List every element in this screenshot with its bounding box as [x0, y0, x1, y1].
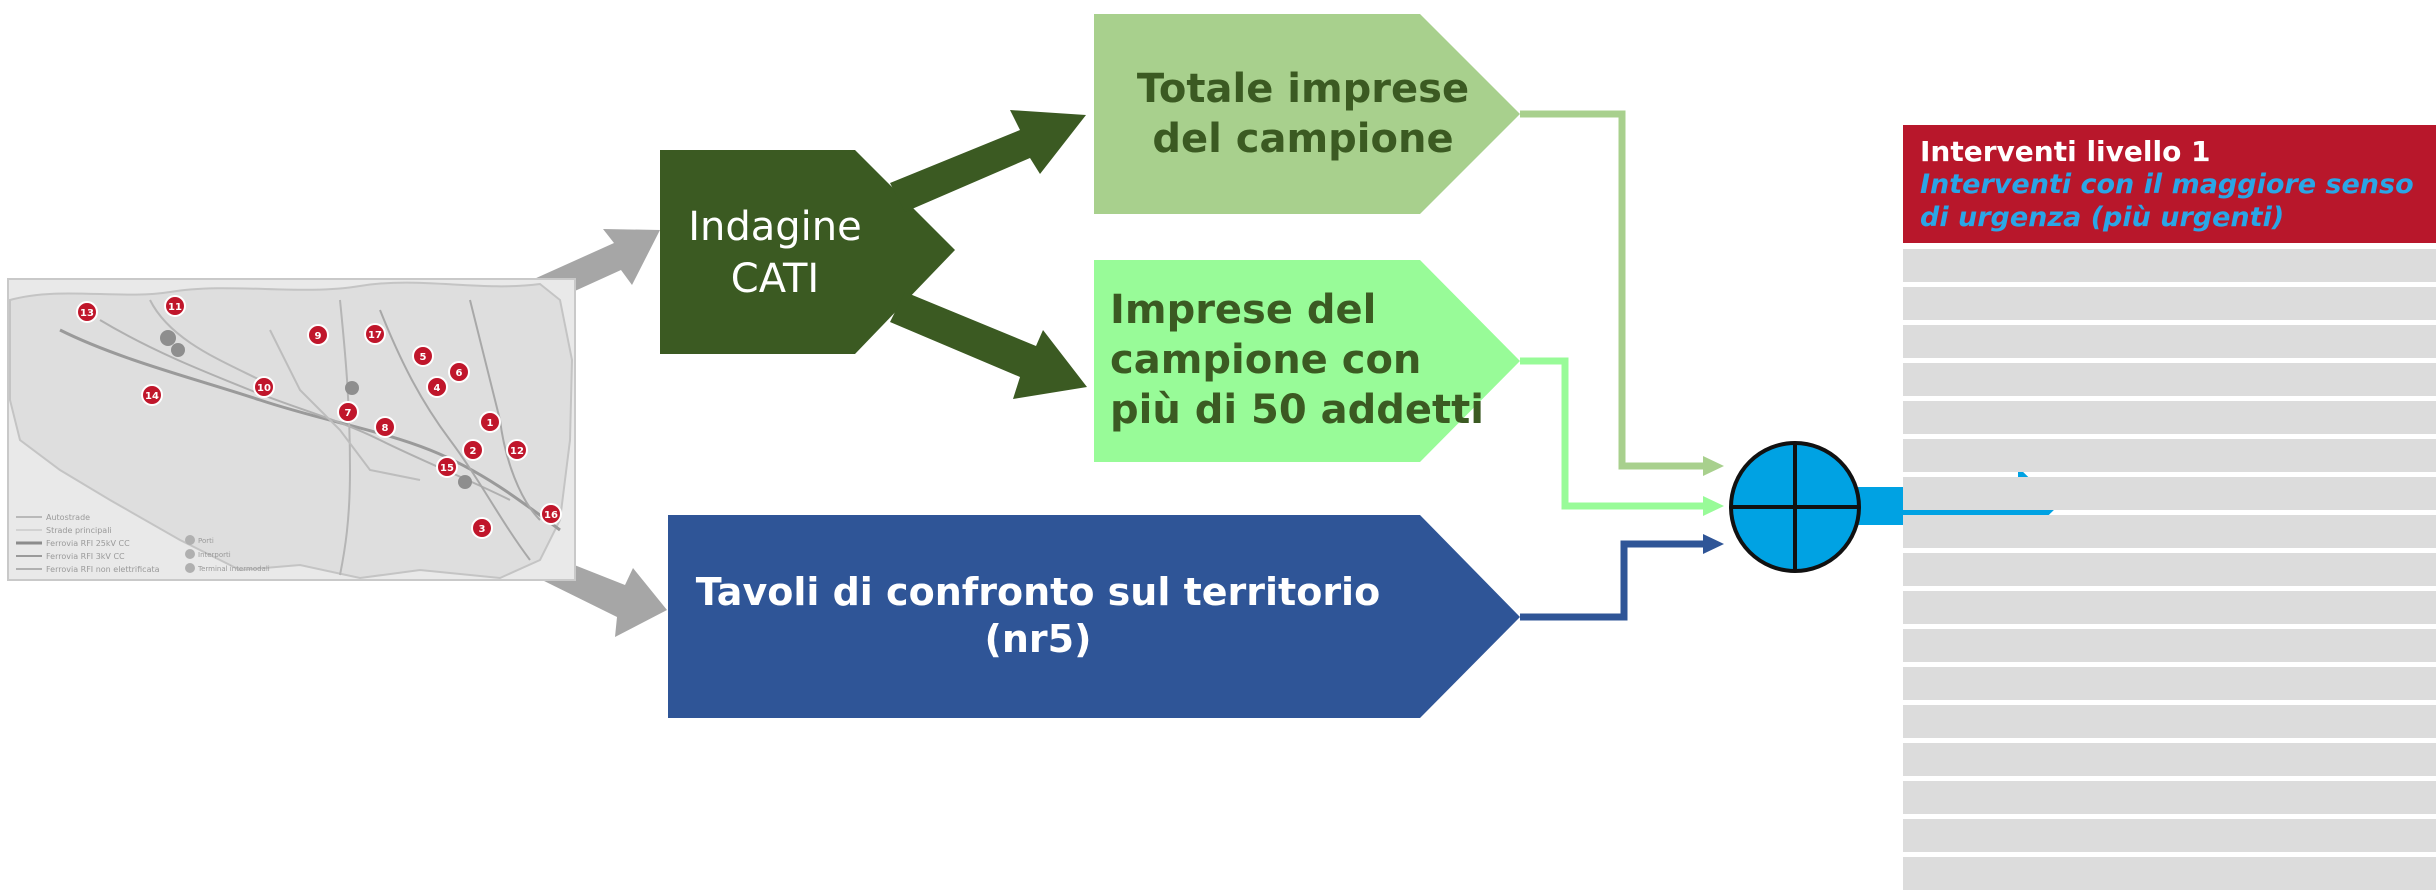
interport-icon — [171, 343, 185, 357]
tavoli-connector-head — [1703, 534, 1724, 554]
panel-rows — [1903, 249, 2436, 890]
imprese-connector-head — [1703, 496, 1724, 516]
map-legend-right-3: Terminal intermodali — [197, 565, 270, 573]
map-marker-11: 11 — [164, 295, 186, 317]
map-marker-4: 4 — [426, 376, 448, 398]
cati-label-line-1: Indagine — [688, 203, 862, 250]
panel-row — [1903, 287, 2436, 320]
panel-row — [1903, 857, 2436, 890]
tavoli-connector — [1520, 540, 1705, 621]
map-legend: Autostrade Strade principali Ferrovia RF… — [16, 513, 270, 574]
map-marker-8: 8 — [374, 416, 396, 438]
cati-label: Indagine CATI — [660, 190, 890, 315]
map-marker-label: 14 — [145, 391, 159, 402]
map-marker-17: 17 — [364, 323, 386, 345]
cati-to-totale-arrow — [890, 110, 1086, 212]
panel-row — [1903, 629, 2436, 662]
map-marker-6: 6 — [448, 361, 470, 383]
panel-header: Interventi livello 1 Interventi con il m… — [1903, 125, 2436, 243]
map-marker-label: 17 — [368, 330, 382, 341]
map-legend-4: Ferrovia RFI 3kV CC — [46, 552, 125, 561]
panel-row — [1903, 743, 2436, 776]
map-marker-label: 7 — [345, 408, 352, 419]
map-marker-label: 6 — [456, 368, 463, 379]
map-marker-13: 13 — [76, 301, 98, 323]
tavoli-label-line-1: Tavoli di confronto sul territorio — [695, 569, 1381, 614]
map-marker-label: 12 — [510, 446, 524, 457]
panel-row — [1903, 249, 2436, 282]
map-legend-5: Ferrovia RFI non elettrificata — [46, 565, 160, 574]
map-marker-label: 5 — [420, 352, 427, 363]
interventions-panel: Interventi livello 1 Interventi con il m… — [1903, 125, 2436, 890]
panel-row — [1903, 363, 2436, 396]
map-legend-1: Autostrade — [46, 513, 90, 522]
map-legend-right-2: Interporti — [198, 551, 231, 559]
map-marker-label: 9 — [315, 331, 322, 342]
map-marker-label: 11 — [168, 302, 182, 313]
panel-row — [1903, 439, 2436, 472]
panel-row — [1903, 401, 2436, 434]
map-marker-5: 5 — [412, 345, 434, 367]
imprese-node — [1094, 260, 1520, 462]
summing-junction-icon — [1729, 441, 1861, 573]
imprese-label: Imprese del campione con più di 50 addet… — [1094, 260, 1494, 460]
panel-row — [1903, 819, 2436, 852]
panel-row — [1903, 325, 2436, 358]
panel-subtitle: Interventi con il maggiore senso di urge… — [1920, 169, 2414, 234]
map-marker-12: 12 — [506, 439, 528, 461]
totale-connector — [1520, 110, 1705, 470]
totale-connector-head — [1703, 456, 1724, 476]
map-marker-label: 10 — [257, 383, 271, 394]
map-legend-3: Ferrovia RFI 25kV CC — [46, 539, 130, 548]
map-marker-3: 3 — [471, 517, 493, 539]
port-icon — [160, 330, 176, 346]
tavoli-label-line-2: (nr5) — [984, 617, 1092, 661]
imprese-connector — [1520, 357, 1705, 510]
tavoli-label: Tavoli di confronto sul territorio (nr5) — [668, 515, 1408, 717]
map-marker-10: 10 — [253, 376, 275, 398]
map-marker-7: 7 — [337, 401, 359, 423]
cati-label-line-2: CATI — [730, 255, 820, 302]
map-marker-2: 2 — [462, 439, 484, 461]
tavoli-node — [668, 515, 1520, 718]
panel-row — [1903, 667, 2436, 700]
map-marker-1: 1 — [479, 411, 501, 433]
map-marker-label: 1 — [487, 418, 494, 429]
panel-row — [1903, 553, 2436, 586]
panel-title: Interventi livello 1 — [1920, 135, 2211, 168]
interport-icon — [458, 475, 472, 489]
map-marker-label: 8 — [382, 423, 389, 434]
map-marker-label: 16 — [544, 510, 558, 521]
map-marker-label: 13 — [80, 308, 94, 319]
panel-row — [1903, 705, 2436, 738]
imprese-label-line-1: Imprese del — [1110, 287, 1377, 333]
map-legend-2: Strade principali — [46, 526, 112, 535]
map-marker-9: 9 — [307, 324, 329, 346]
territory-map: Autostrade Strade principali Ferrovia RF… — [7, 278, 576, 581]
imprese-label-line-2: campione con — [1110, 337, 1422, 383]
panel-row — [1903, 515, 2436, 548]
totale-node — [1094, 14, 1520, 214]
map-marker-16: 16 — [540, 503, 562, 525]
totale-label-line-2: del campione — [1152, 116, 1454, 162]
totale-label-line-1: Totale imprese — [1136, 66, 1470, 112]
interport-icon — [345, 381, 359, 395]
totale-label: Totale imprese del campione — [1094, 14, 1512, 214]
cati-to-imprese-arrow — [890, 292, 1087, 399]
map-legend-right-1: Porti — [198, 537, 214, 545]
panel-row — [1903, 591, 2436, 624]
map-marker-label: 15 — [440, 463, 454, 474]
map-marker-15: 15 — [436, 456, 458, 478]
panel-row — [1903, 781, 2436, 814]
map-marker-label: 3 — [479, 524, 486, 535]
cati-node — [660, 150, 955, 354]
imprese-label-line-3: più di 50 addetti — [1110, 387, 1484, 433]
map-marker-14: 14 — [141, 384, 163, 406]
map-marker-label: 2 — [470, 446, 477, 457]
panel-row — [1903, 477, 2436, 510]
map-marker-label: 4 — [434, 383, 441, 394]
